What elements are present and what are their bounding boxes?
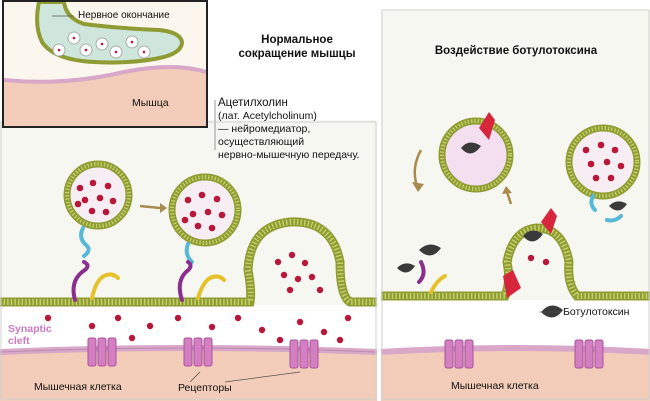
ach-line-1: Ацетилхолин <box>218 97 288 109</box>
normal-contraction-title: Нормальное сокращение мышцы <box>222 33 372 61</box>
receptors-right <box>444 339 604 369</box>
synaptic-cleft-label: Synaptic cleft <box>8 323 52 347</box>
ach-line-2: (лат. Acetylcholinum) <box>218 110 317 122</box>
ach-line-3: — нейромедиатор, <box>218 123 311 135</box>
inset-overview: Нервное окончание Мышца <box>2 0 208 128</box>
inset-illustration <box>4 2 206 126</box>
botulinum-illustration <box>381 0 650 401</box>
receptors <box>87 337 319 369</box>
normal-title-line-2: сокращение мышцы <box>238 48 356 60</box>
cleft-line-1: Synaptic <box>8 323 52 335</box>
muscle-cell-label-right: Мышечная клетка <box>451 380 539 392</box>
botulinum-toxin-molecules <box>397 112 627 318</box>
normal-title-line-1: Нормальное <box>261 34 333 46</box>
botulinum-panel: Воздействие ботулотоксина Ботулотоксин М… <box>381 0 650 401</box>
cleft-line-2: cleft <box>8 335 30 347</box>
botulinum-title: Воздействие ботулотоксина <box>434 45 598 57</box>
inset-muscle-label: Мышца <box>132 97 169 109</box>
inset-nerve-label: Нервное окончание <box>78 10 170 21</box>
ach-line-4: осуществляющий <box>218 136 305 148</box>
ach-line-5: нервно-мышечную передачу. <box>218 149 360 161</box>
acetylcholine-caption: Ацетилхолин (лат. Acetylcholinum) — нейр… <box>218 97 377 162</box>
muscle-cell-label-left: Мышечная клетка <box>34 381 122 393</box>
receptors-label: Рецепторы <box>178 382 232 394</box>
botulinum-toxin-label: Ботулотоксин <box>563 306 630 318</box>
